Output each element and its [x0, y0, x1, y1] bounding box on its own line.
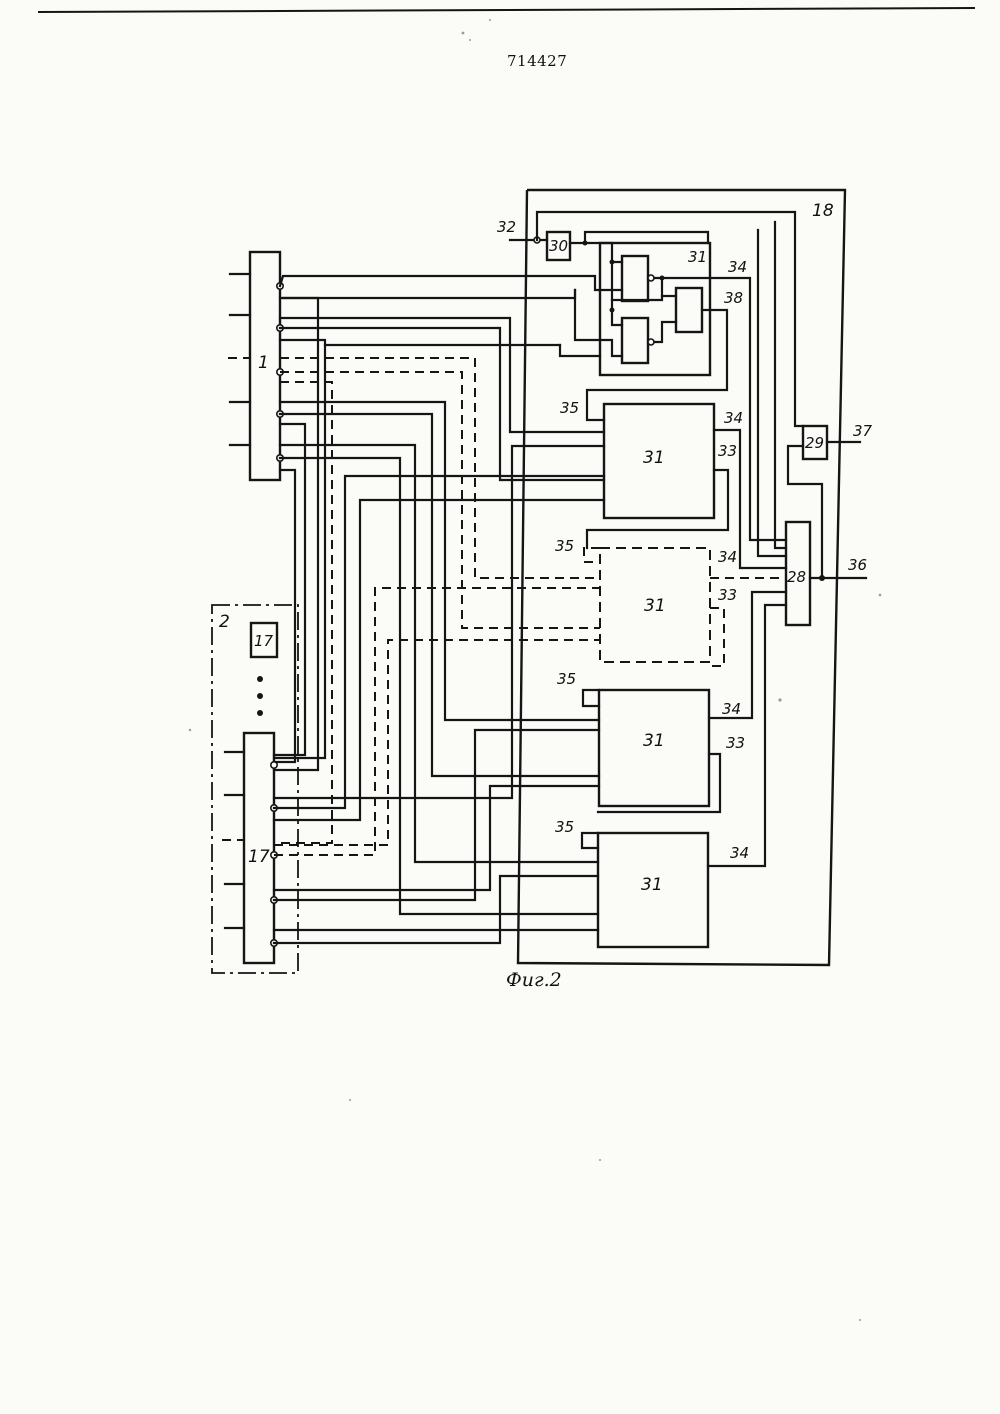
svg-text:32: 32 — [497, 218, 516, 236]
svg-text:34: 34 — [722, 700, 741, 718]
svg-text:33: 33 — [726, 734, 745, 752]
logic-gate-upper — [622, 256, 648, 301]
block-30-label: 30 — [549, 237, 568, 255]
svg-text:36: 36 — [848, 556, 867, 574]
figure-caption: Фиг.2 — [506, 969, 562, 991]
svg-text:34: 34 — [718, 548, 737, 566]
document-number: 714427 — [507, 52, 567, 70]
block-1-inputs — [228, 274, 250, 445]
svg-text:33: 33 — [718, 586, 737, 604]
block-31-group-label: 31 — [688, 248, 707, 266]
block-31-outputs — [582, 430, 786, 866]
block-31-b-label: 31 — [643, 731, 665, 751]
block-29-label: 29 — [805, 434, 824, 452]
block-2-frame — [212, 605, 298, 973]
svg-text:33: 33 — [718, 442, 737, 460]
svg-text:37: 37 — [853, 422, 873, 440]
svg-text:35: 35 — [557, 670, 576, 688]
block-17-inputs — [222, 752, 244, 928]
svg-text:35: 35 — [555, 818, 574, 836]
svg-text:34: 34 — [728, 258, 747, 276]
block-28-label: 28 — [787, 568, 806, 586]
svg-text:38: 38 — [724, 289, 743, 307]
scan-specks — [189, 19, 882, 1321]
logic-gate-right — [676, 288, 702, 332]
block-17-outputs — [271, 446, 604, 946]
svg-text:35: 35 — [560, 399, 579, 417]
block-31-a-label: 31 — [643, 448, 665, 468]
block-2-label: 2 — [219, 612, 230, 632]
line-labels: 32 34 38 35 34 33 37 35 34 33 36 35 34 3… — [497, 218, 873, 862]
block-17-bottom-label: 17 — [248, 847, 270, 867]
block-18-label: 18 — [812, 201, 834, 221]
block-31-dashed-label: 31 — [644, 596, 666, 616]
svg-text:34: 34 — [730, 844, 749, 862]
control-wiring — [510, 212, 866, 581]
svg-text:35: 35 — [555, 537, 574, 555]
block-31-c-label: 31 — [641, 875, 663, 895]
block-1-label: 1 — [258, 353, 269, 373]
svg-text:34: 34 — [724, 409, 743, 427]
logic-gate-lower — [622, 318, 648, 363]
ellipsis-dots — [257, 676, 263, 716]
block-17-top-label: 17 — [254, 632, 274, 650]
header-rule — [38, 8, 975, 12]
